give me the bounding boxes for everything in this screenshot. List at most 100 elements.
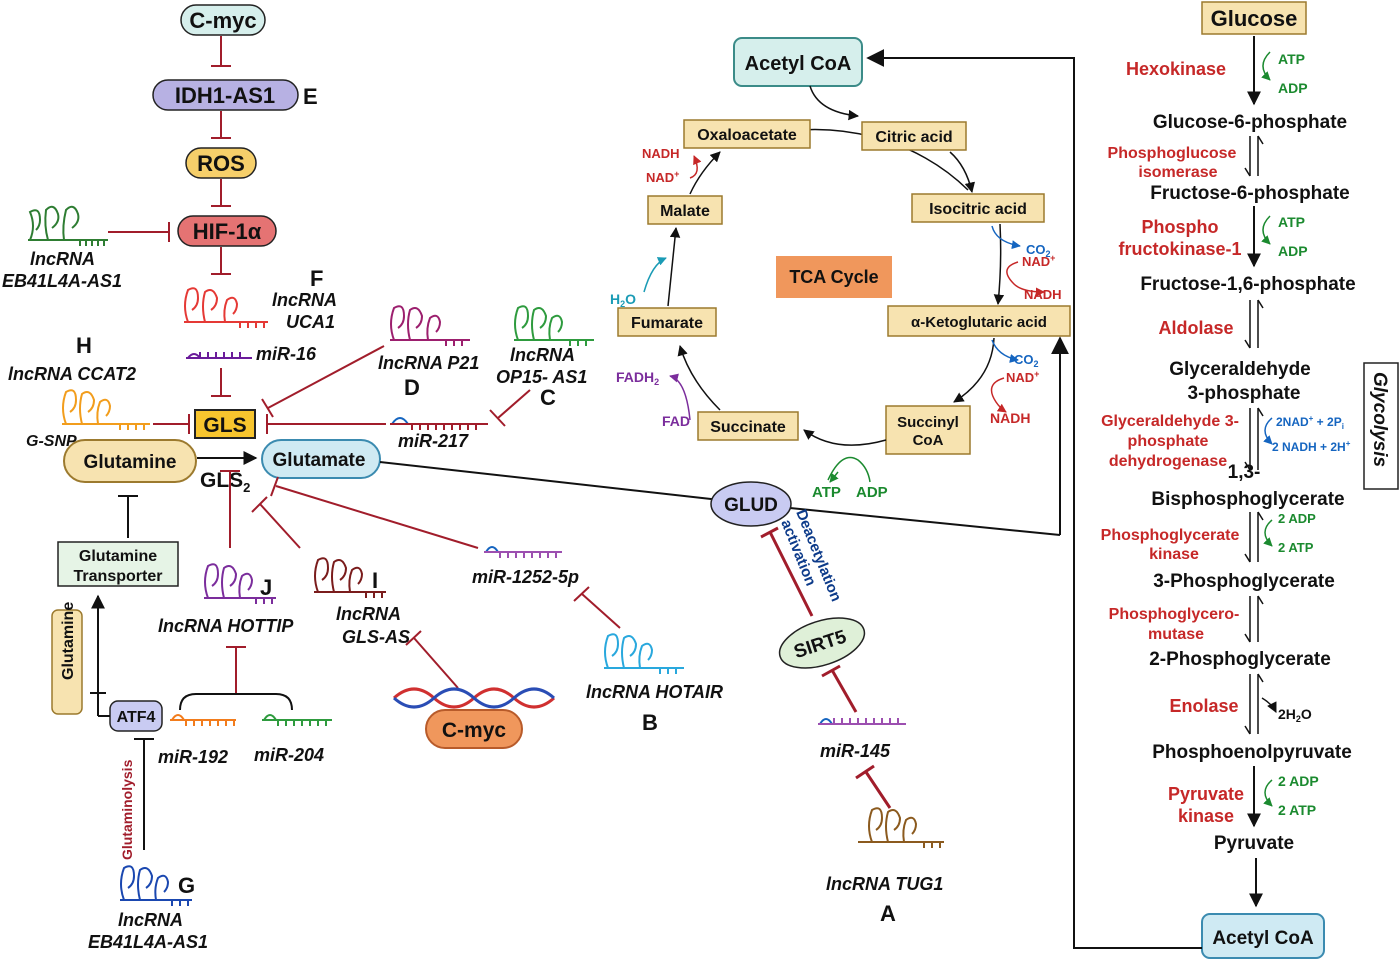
mir145-label: miR-145 (820, 741, 891, 761)
succinyl-label-2: CoA (913, 432, 944, 449)
lnc-eb41-g-label-1: lncRNA (118, 910, 183, 930)
succinate-node (697, 411, 799, 441)
label-d: D (404, 375, 420, 400)
enzyme-gapdh-2: phosphate (1128, 433, 1209, 450)
step-f6p: Fructose-6-phosphate (1150, 183, 1350, 204)
mir1252-rna-icon (485, 546, 499, 553)
label-i: I (372, 568, 378, 593)
co2-1-label: CO2 (1026, 242, 1051, 259)
h2o-label: H2O (610, 291, 636, 309)
atf4-label: ATF4 (117, 709, 156, 726)
isocitric-label: Isocitric acid (929, 201, 1027, 218)
glud-node (710, 481, 792, 527)
step-g3p-2: 3-phosphate (1188, 383, 1301, 404)
gsnp-label: G-SNP (26, 433, 77, 450)
mir204-rna-icon (262, 714, 332, 726)
mir217-label: miR-217 (398, 431, 469, 451)
lnc-eb41-label-2: EB41L4A-AS1 (2, 271, 122, 291)
succinate-label: Succinate (710, 419, 786, 436)
step-bpg-1: 1,3- (1228, 462, 1261, 483)
akg-node (887, 305, 1071, 337)
lnc-tug1-rna-icon (858, 807, 944, 848)
glutamate-node (261, 439, 381, 479)
lnc-glsas-label-1: lncRNA (336, 604, 401, 624)
tca-acetyl-coa-label: Acetyl CoA (745, 53, 852, 75)
tca-atp-label: ATP (812, 484, 841, 501)
lnc-ccat2-rna-icon (62, 389, 150, 430)
cmyc-bottom-node (425, 709, 523, 749)
lnc-hottip-rna-icon (204, 563, 276, 604)
lnc-uca1-label-2: UCA1 (286, 312, 335, 332)
dna-helix-icon (392, 687, 556, 709)
enzyme-pgm-2: mutase (1148, 626, 1204, 643)
enzyme-gapdh-1: Glyceraldehyde 3- (1101, 413, 1239, 430)
enzyme-pgi-1: Phosphoglucose (1108, 145, 1237, 162)
ros-node (185, 147, 257, 179)
akg-label: α-Ketoglutaric acid (911, 314, 1047, 331)
gls-node (194, 409, 256, 439)
lnc-glsas-rna-icon (314, 557, 386, 598)
lnc-uca1-label-1: lncRNA (272, 290, 337, 310)
fadh2-label: FADH2 (616, 369, 659, 387)
step-pep: Phosphoenolpyruvate (1152, 742, 1352, 763)
lnc-p21-label: lncRNA P21 (378, 353, 479, 373)
enzyme-pk-2: kinase (1178, 806, 1234, 826)
atp4-label: 2 ATP (1278, 802, 1316, 818)
step-g6p: Glucose-6-phosphate (1153, 112, 1347, 133)
citric-acid-label: Citric acid (875, 129, 952, 146)
tca-cycle-label: TCA Cycle (789, 267, 878, 287)
atp3-label: 2 ATP (1278, 540, 1314, 555)
mir192-rna-icon (170, 714, 236, 726)
adp3-label: 2 ADP (1278, 511, 1316, 526)
step-f16p: Fructose-1,6-phosphate (1140, 274, 1355, 295)
cmyc-top-node (180, 4, 266, 36)
nadh-2-label: NADH (990, 410, 1030, 426)
transporter-label-2: Transporter (74, 568, 163, 585)
enzyme-enolase: Enolase (1169, 696, 1238, 716)
enzyme-pfk-1: Phospho (1142, 217, 1219, 237)
glucose-node (1201, 1, 1307, 35)
step-pyruvate: Pyruvate (1214, 833, 1294, 854)
tca-adp-label: ADP (856, 484, 888, 501)
nad-in-label: 2NAD+ + 2Pi (1276, 414, 1344, 431)
enzyme-pgk-2: kinase (1149, 546, 1199, 563)
tca-cycle-box (776, 256, 892, 298)
mir1252-label: miR-1252-5p (472, 567, 579, 587)
label-f: F (310, 266, 323, 291)
glycolysis-title-box (1363, 362, 1399, 490)
fad-label: FAD (662, 413, 690, 429)
nad-1-label: NAD+ (1022, 253, 1055, 269)
hif-label: HIF-1α (193, 219, 262, 244)
sirt5-node (778, 617, 866, 669)
label-e: E (303, 84, 318, 109)
label-b: B (642, 710, 658, 735)
enzyme-pgm-1: Phosphoglycero- (1109, 606, 1240, 623)
idh1-label: IDH1-AS1 (175, 83, 275, 108)
enzyme-gapdh-3: dehydrogenase (1109, 453, 1227, 470)
step-3pg: 3-Phosphoglycerate (1153, 571, 1335, 592)
lnc-tug1-label: lncRNA TUG1 (826, 874, 943, 894)
lnc-op15-label-2: OP15- AS1 (496, 367, 587, 387)
label-c: C (540, 385, 556, 410)
enzyme-pgi-2: isomerase (1138, 164, 1217, 181)
lnc-eb41-label-1: lncRNA (30, 249, 95, 269)
cmyc-top-label: C-myc (189, 8, 256, 33)
glutamine-label: Glutamine (84, 452, 177, 473)
isocitric-node (911, 193, 1045, 223)
mir217-rna-icon (391, 417, 409, 425)
atp2-label: ATP (1278, 214, 1305, 230)
glucose-label: Glucose (1211, 6, 1298, 31)
mir16-label: miR-16 (256, 344, 317, 364)
glyco-acetyl-coa-label: Acetyl CoA (1212, 928, 1314, 949)
ros-label: ROS (197, 151, 245, 176)
citric-acid-node (861, 121, 967, 151)
enzyme-aldolase: Aldolase (1158, 318, 1233, 338)
idh1-node (152, 79, 299, 111)
mir192-label: miR-192 (158, 747, 228, 767)
hif-node (177, 215, 277, 247)
lnc-hotair-label: lncRNA HOTAIR (586, 682, 723, 702)
enzyme-pfk-2: fructokinase-1 (1118, 239, 1241, 259)
enzyme-hexokinase: Hexokinase (1126, 59, 1226, 79)
tca-acetyl-coa-node (733, 37, 863, 87)
